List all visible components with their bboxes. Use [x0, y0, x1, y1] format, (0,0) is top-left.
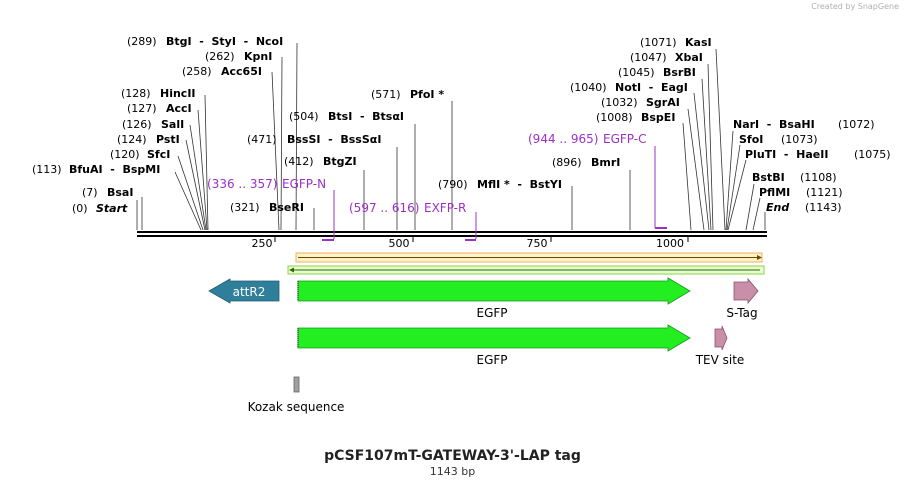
plasmid-length: 1143 bp — [429, 465, 476, 478]
feature-egfp-2[interactable]: EGFP — [297, 324, 691, 367]
enzyme-position: (1040) — [570, 81, 607, 94]
enzyme-labels: (0) Start (7) BsaI (113) BfuAI - BspMI (… — [32, 35, 891, 215]
enzyme-label[interactable]: BsaI — [107, 186, 133, 199]
enzyme-position: (258) — [182, 65, 212, 78]
enzyme-position: (1008) — [596, 111, 633, 124]
enzyme-label[interactable]: PstI — [156, 133, 180, 146]
enzyme-label[interactable]: Start — [96, 202, 128, 215]
enzyme-label[interactable]: PfoI * — [410, 88, 444, 101]
enzyme-label[interactable]: NarI - BsaHI — [733, 118, 815, 131]
enzyme-label[interactable]: BsrBI — [663, 66, 696, 79]
enzyme-label[interactable]: AccI — [166, 102, 192, 115]
feature-s-tag[interactable]: S-Tag — [726, 277, 759, 320]
feature-label: S-Tag — [726, 306, 757, 320]
sequence-map: 250 500 750 1000 — [32, 35, 891, 414]
enzyme-position: (1071) — [640, 36, 677, 49]
feature-label: attR2 — [233, 285, 266, 299]
enzyme-position: (127) — [127, 102, 157, 115]
primer-name: EXFP-R — [424, 201, 466, 215]
enzyme-label[interactable]: BtgZI — [323, 155, 357, 168]
primer-range: (944 .. 965) — [528, 132, 598, 146]
full-range-bar-forward[interactable] — [295, 252, 763, 263]
enzyme-label[interactable]: End — [766, 201, 789, 214]
enzyme-position: (790) — [438, 178, 468, 191]
enzyme-position: (1045) — [618, 66, 655, 79]
enzyme-position: (124) — [117, 133, 147, 146]
plasmid-name: pCSF107mT-GATEWAY-3'-LAP tag — [324, 448, 581, 464]
feature-label: EGFP — [476, 353, 507, 367]
primer-name: EGFP-N — [282, 177, 326, 191]
enzyme-position: (113) — [32, 163, 62, 176]
enzyme-label[interactable]: SalI — [161, 118, 184, 131]
enzyme-label[interactable]: KpnI — [244, 50, 272, 63]
enzyme-label[interactable]: PluTI - HaeII — [745, 148, 828, 161]
primer-egfp-n[interactable]: (336 .. 357) EGFP-N — [207, 177, 335, 241]
enzyme-position: (1032) — [601, 96, 638, 109]
enzyme-label[interactable]: BstBI — [752, 171, 785, 184]
enzyme-position: (0) — [72, 202, 88, 215]
feature-tev-site[interactable]: TEV site — [695, 325, 745, 367]
primer-name: EGFP-C — [603, 132, 646, 146]
enzyme-label[interactable]: MflI * - BstYI — [477, 178, 562, 191]
full-range-bar-reverse[interactable] — [287, 265, 765, 275]
enzyme-position: (504) — [289, 110, 319, 123]
enzyme-label[interactable]: BfuAI - BspMI — [69, 163, 160, 176]
enzyme-position: (571) — [371, 88, 401, 101]
tick-label: 1000 — [656, 237, 684, 250]
enzyme-position: (1073) — [781, 133, 818, 146]
feature-attr2[interactable]: attR2 — [208, 278, 280, 304]
enzyme-label[interactable]: SfoI — [739, 133, 763, 146]
enzyme-position: (289) — [127, 35, 157, 48]
enzyme-position: (471) — [247, 133, 277, 146]
tick-label: 250 — [252, 237, 273, 250]
feature-label: EGFP — [476, 306, 507, 320]
feature-egfp[interactable]: EGFP — [297, 277, 691, 320]
tick-label: 500 — [389, 237, 410, 250]
enzyme-position: (1075) — [854, 148, 891, 161]
enzyme-label[interactable]: BtgI - StyI - NcoI — [166, 35, 283, 48]
enzyme-label[interactable]: PflMI — [759, 186, 790, 199]
enzyme-position: (128) — [121, 87, 151, 100]
enzyme-label[interactable]: BssSI - BssSαI — [287, 133, 381, 146]
enzyme-position: (120) — [110, 148, 140, 161]
enzyme-label[interactable]: SfcI — [147, 148, 170, 161]
enzyme-position: (1108) — [800, 171, 837, 184]
primer-range: (336 .. 357) — [207, 177, 277, 191]
primer-range: (597 .. 616) — [349, 201, 419, 215]
feature-label: Kozak sequence — [248, 400, 345, 414]
enzyme-label[interactable]: BseRI — [269, 201, 304, 214]
primer-exfp-r[interactable]: (597 .. 616) EXFP-R — [349, 201, 477, 241]
enzyme-position: (1072) — [838, 118, 875, 131]
feature-kozak-sequence[interactable]: Kozak sequence — [248, 376, 345, 414]
enzyme-position: (126) — [122, 118, 152, 131]
enzyme-label[interactable]: BspEI — [641, 111, 675, 124]
enzyme-position: (896) — [552, 156, 582, 169]
enzyme-position: (1121) — [806, 186, 843, 199]
primer-egfp-c[interactable]: (944 .. 965) EGFP-C — [528, 132, 667, 229]
tick-label: 750 — [527, 237, 548, 250]
enzyme-label[interactable]: HincII — [160, 87, 196, 100]
enzyme-label[interactable]: BtsI - BtsαI — [328, 110, 404, 123]
feature-label: TEV site — [695, 353, 745, 367]
enzyme-leader-lines — [136, 42, 766, 231]
enzyme-position: (321) — [230, 201, 260, 214]
enzyme-label[interactable]: Acc65I — [221, 65, 262, 78]
enzyme-position: (1143) — [805, 201, 842, 214]
enzyme-position: (262) — [205, 50, 235, 63]
snapgene-watermark: Created by SnapGene — [811, 2, 899, 11]
enzyme-position: (1047) — [630, 51, 667, 64]
enzyme-label[interactable]: BmrI — [591, 156, 620, 169]
enzyme-position: (412) — [284, 155, 314, 168]
enzyme-position: (7) — [82, 186, 98, 199]
enzyme-label[interactable]: SgrAI — [646, 96, 680, 109]
enzyme-label[interactable]: XbaI — [675, 51, 703, 64]
enzyme-label[interactable]: KasI — [685, 36, 712, 49]
enzyme-label[interactable]: NotI - EagI — [615, 81, 688, 94]
